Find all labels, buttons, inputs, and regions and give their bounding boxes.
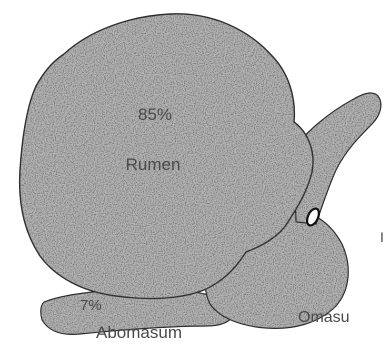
rumen-percent-label: 85%	[138, 105, 172, 124]
abomasum-label: Abomasum	[96, 323, 182, 342]
abomasum-percent-label: 7%	[80, 297, 102, 314]
rumen-label: Rumen	[126, 155, 181, 174]
reticulum-label-edge: I	[380, 229, 384, 245]
omasum-label: Omasu	[298, 309, 350, 326]
stipple-texture	[20, 14, 381, 335]
